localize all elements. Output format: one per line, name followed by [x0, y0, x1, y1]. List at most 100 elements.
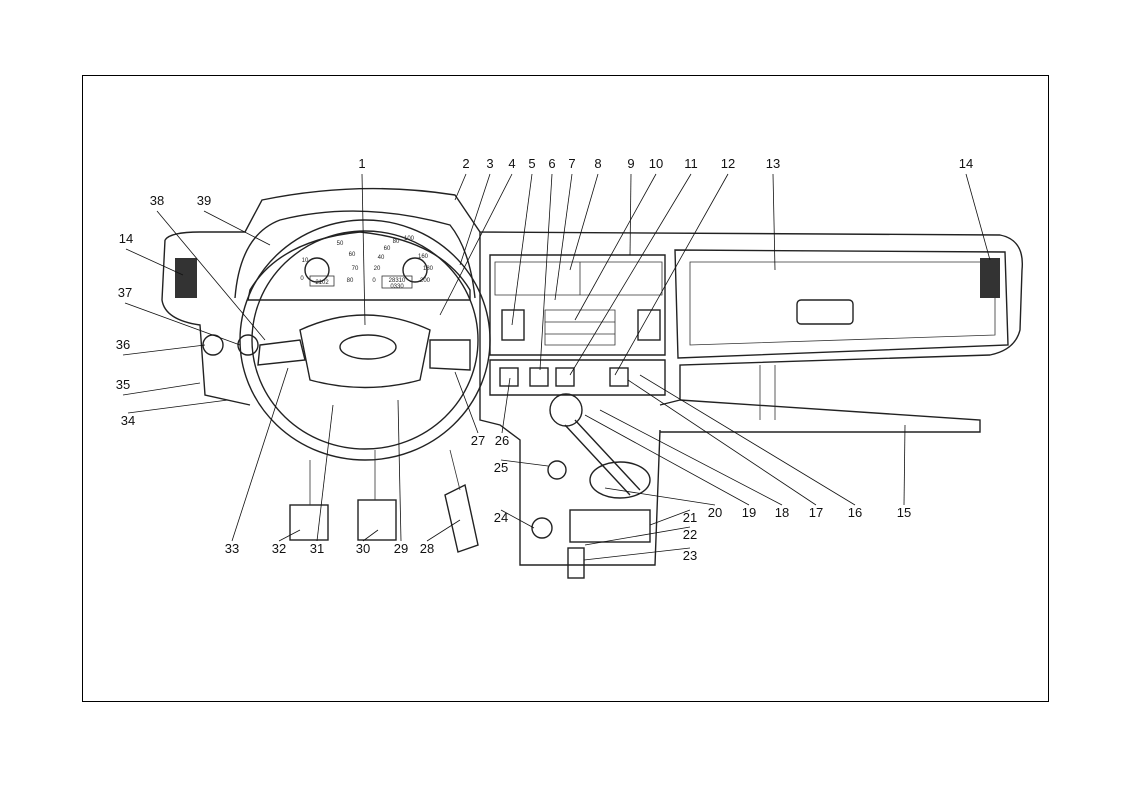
callout-leader-line: [316, 404, 334, 542]
callout-5: 5: [511, 156, 536, 326]
callout-number: 31: [310, 541, 324, 556]
callout-30: 30: [356, 529, 379, 556]
callout-13: 13: [766, 156, 780, 271]
callout-number: 6: [548, 156, 555, 171]
callout-10: 10: [574, 156, 663, 321]
callout-leader-line: [574, 173, 657, 321]
callout-number: 10: [649, 156, 663, 171]
callout-leader-line: [500, 459, 549, 467]
speedometer-tick: 20: [374, 266, 381, 272]
callout-1: 1: [358, 156, 366, 326]
callout-number: 30: [356, 541, 370, 556]
tachometer-tick: 50: [337, 241, 344, 247]
speedometer-tick: 0: [372, 278, 376, 284]
callout-22: 22: [584, 526, 697, 546]
callout-9: 9: [627, 156, 635, 256]
callout-number: 7: [568, 156, 575, 171]
tachometer-tick: 70: [352, 266, 359, 272]
callout-20: 20: [604, 487, 722, 520]
callout-leader-line: [614, 173, 729, 376]
callout-number: 14: [119, 231, 133, 246]
callout-33: 33: [225, 367, 289, 556]
callout-8: 8: [569, 156, 602, 271]
callout-4: 4: [439, 156, 516, 316]
callout-number: 28: [420, 541, 434, 556]
callout-leader-line: [649, 509, 691, 526]
callout-25: 25: [494, 459, 549, 475]
callout-31: 31: [310, 404, 334, 556]
speedometer-tick: 80: [393, 239, 400, 245]
tachometer-tick: 80: [347, 278, 354, 284]
callout-15: 15: [897, 424, 911, 520]
callout-leader-line: [361, 173, 366, 326]
callout-leader-line: [599, 409, 783, 506]
callout-26: 26: [495, 377, 511, 448]
tachometer-tick: 60: [349, 252, 356, 258]
callout-17: 17: [627, 379, 823, 520]
tachometer-tick: 0: [300, 276, 304, 282]
callout-leader-line: [584, 526, 691, 546]
callout-leader-line: [278, 529, 301, 542]
callout-number: 12: [721, 156, 735, 171]
callout-28: 28: [420, 519, 461, 556]
callout-number: 20: [708, 505, 722, 520]
callout-35: 35: [116, 377, 201, 396]
callout-leader-line: [569, 173, 692, 376]
callout-7: 7: [554, 156, 576, 301]
speedometer-tick: 160: [418, 254, 429, 260]
callout-leader-line: [501, 377, 511, 434]
callout-leader-line: [903, 424, 906, 506]
speedometer-tick: 200: [420, 278, 431, 284]
callout-number: 24: [494, 510, 508, 525]
callout-leader-line: [583, 547, 691, 561]
callout-27: 27: [454, 371, 485, 448]
callout-number: 36: [116, 337, 130, 352]
odometer-display: 0330: [390, 284, 404, 290]
callout-6: 6: [539, 156, 556, 371]
callout-number: 38: [150, 193, 164, 208]
callout-18: 18: [599, 409, 789, 520]
callout-16: 16: [639, 374, 862, 520]
odometer-display: 28310: [389, 278, 406, 284]
diagram-frame: [82, 75, 1049, 702]
callout-number: 8: [594, 156, 601, 171]
callout-2: 2: [454, 156, 470, 201]
callout-number: 37: [118, 285, 132, 300]
callout-leader-line: [584, 414, 750, 506]
callout-leader-line: [122, 344, 206, 356]
callout-leader-line: [772, 173, 776, 271]
callout-number: 32: [272, 541, 286, 556]
callout-leader-line: [639, 374, 856, 506]
callout-38: 38: [150, 193, 266, 341]
callout-14: 14: [959, 156, 991, 261]
callout-3: 3: [459, 156, 494, 266]
callout-11: 11: [569, 156, 698, 376]
callout-number: 16: [848, 505, 862, 520]
callout-21: 21: [649, 509, 697, 526]
callout-leader-line: [231, 367, 289, 542]
callout-number: 14: [959, 156, 973, 171]
callout-23: 23: [583, 547, 697, 563]
speedometer-tick: 100: [404, 236, 415, 242]
callout-number: 4: [508, 156, 515, 171]
callout-leader-line: [397, 399, 402, 542]
callout-leader-line: [156, 210, 266, 341]
callout-leader-line: [454, 173, 467, 201]
callout-leader-line: [629, 173, 632, 256]
callout-number: 17: [809, 505, 823, 520]
callout-34: 34: [121, 399, 229, 428]
callout-29: 29: [394, 399, 408, 556]
callout-leader-line: [604, 487, 716, 506]
callout-number: 9: [627, 156, 634, 171]
callout-number: 3: [486, 156, 493, 171]
callout-number: 18: [775, 505, 789, 520]
callout-number: 22: [683, 527, 697, 542]
callout-number: 15: [897, 505, 911, 520]
callout-14: 14: [119, 231, 184, 276]
callout-number: 33: [225, 541, 239, 556]
speedometer-tick: 40: [378, 255, 385, 261]
callout-number: 35: [116, 377, 130, 392]
callout-number: 11: [684, 156, 698, 171]
callout-leader-line: [454, 371, 479, 434]
callout-leader-line: [124, 302, 241, 346]
